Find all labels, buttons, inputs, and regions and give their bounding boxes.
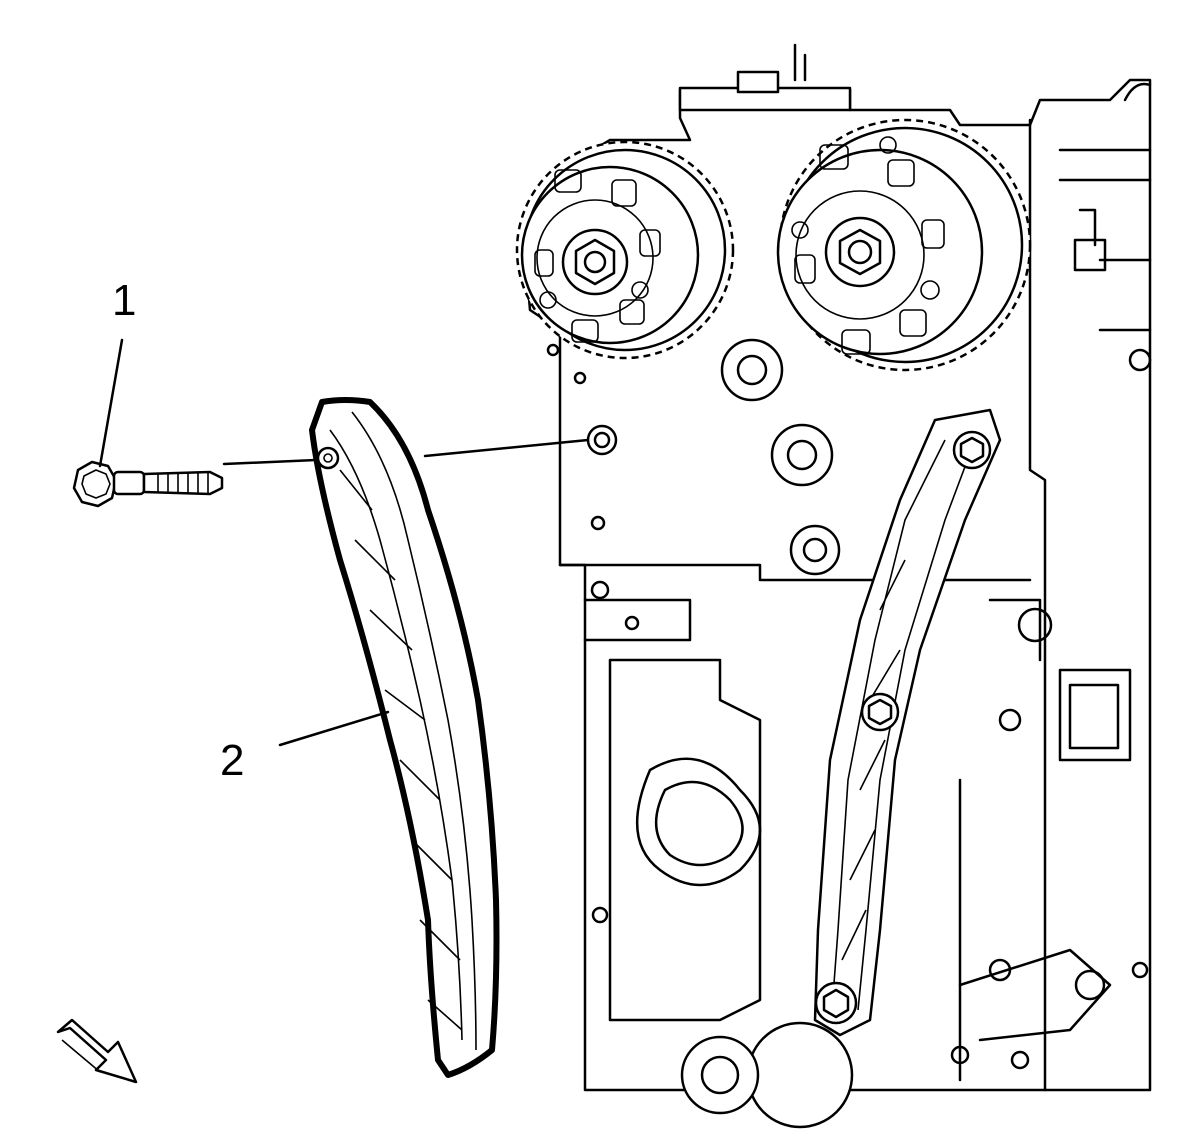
exhaust-cam-sprocket	[776, 118, 1032, 372]
intake-cam-sprocket	[515, 140, 735, 360]
timing-chain-guide	[309, 397, 500, 1078]
callout-1-leader	[98, 338, 124, 468]
callout-1-label: 1	[112, 276, 136, 325]
guide-alignment-line	[423, 438, 590, 458]
callout-2-leader	[278, 710, 390, 747]
fixed-chain-guide	[813, 408, 1002, 1037]
bolt	[72, 460, 224, 508]
outline-arrow-down-right-icon	[56, 1018, 138, 1084]
bolt-alignment-line	[222, 458, 318, 466]
callout-2-label: 2	[220, 736, 244, 785]
